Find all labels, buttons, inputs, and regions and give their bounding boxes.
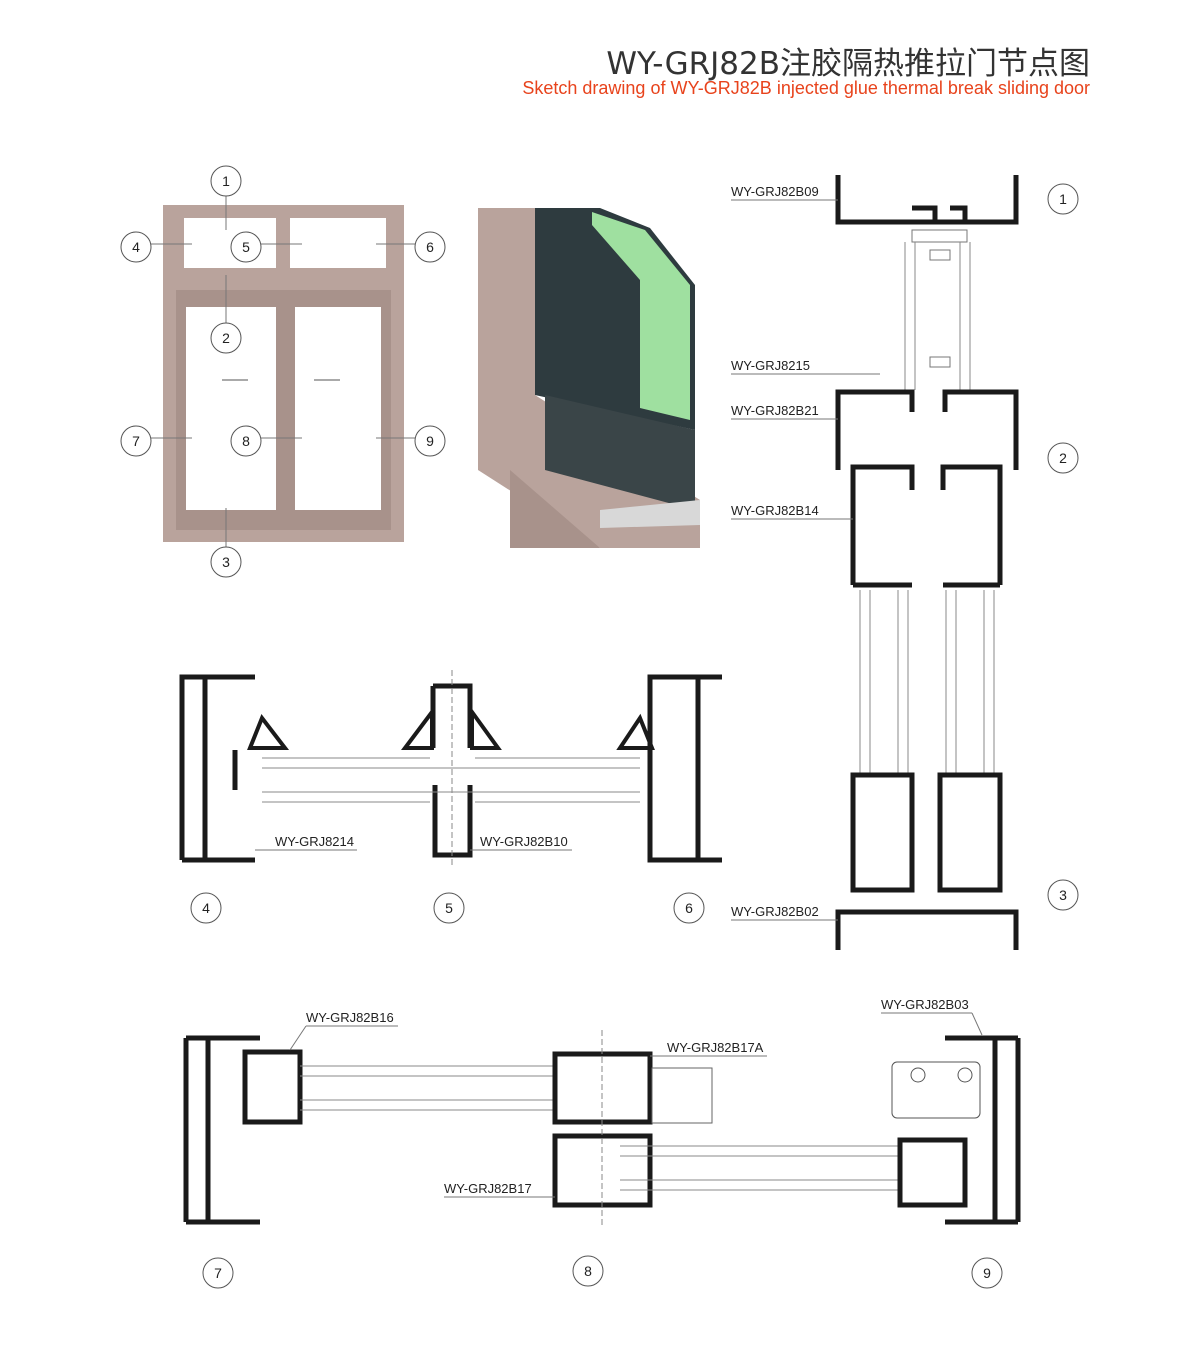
callout-number: 4 (132, 239, 140, 255)
callout-number: 9 (983, 1265, 991, 1281)
profile-label: WY-GRJ82B09 (731, 184, 819, 199)
callout-number: 5 (242, 239, 250, 255)
door-elevation (150, 192, 416, 550)
elevation-callouts: 1 2 3 4 5 6 7 8 9 (120, 165, 446, 578)
callout-number: 8 (242, 433, 250, 449)
callout-number: 7 (132, 433, 140, 449)
callout-number: 3 (1059, 887, 1067, 903)
profile-label: WY-GRJ82B17 (444, 1181, 532, 1196)
callout-number: 6 (685, 900, 693, 916)
profile-label: WY-GRJ8214 (275, 834, 354, 849)
profile-label: WY-GRJ82B14 (731, 503, 819, 518)
vertical-section (835, 175, 1019, 950)
callout-number: 8 (584, 1263, 592, 1279)
profile-3d-render (478, 208, 700, 548)
callout-number: 2 (222, 330, 230, 346)
callout-number: 1 (222, 173, 230, 189)
vertical-section-labels: WY-GRJ82B09 WY-GRJ8215 WY-GRJ82B21 WY-GR… (731, 183, 1079, 921)
callout-number: 2 (1059, 450, 1067, 466)
sash-section-labels: WY-GRJ82B16 WY-GRJ82B17A WY-GRJ82B03 WY-… (202, 997, 1003, 1289)
profile-label: WY-GRJ82B21 (731, 403, 819, 418)
callout-number: 3 (222, 554, 230, 570)
sash-section (183, 1030, 1021, 1225)
transom-section-labels: WY-GRJ8214 WY-GRJ82B10 4 5 6 (190, 834, 705, 924)
profile-label: WY-GRJ82B17A (667, 1040, 764, 1055)
profile-label: WY-GRJ82B03 (881, 997, 969, 1012)
callout-number: 1 (1059, 191, 1067, 207)
profile-label: WY-GRJ8215 (731, 358, 810, 373)
callout-number: 5 (445, 900, 453, 916)
profile-label: WY-GRJ82B02 (731, 904, 819, 919)
page-subtitle: Sketch drawing of WY-GRJ82B injected glu… (522, 78, 1090, 98)
page-title: WY-GRJ82B注胶隔热推拉门节点图 (606, 46, 1090, 82)
callout-number: 6 (426, 239, 434, 255)
callout-number: 9 (426, 433, 434, 449)
callout-number: 4 (202, 900, 210, 916)
profile-label: WY-GRJ82B10 (480, 834, 568, 849)
profile-label: WY-GRJ82B16 (306, 1010, 394, 1025)
transom-section (179, 670, 722, 865)
callout-number: 7 (214, 1265, 222, 1281)
